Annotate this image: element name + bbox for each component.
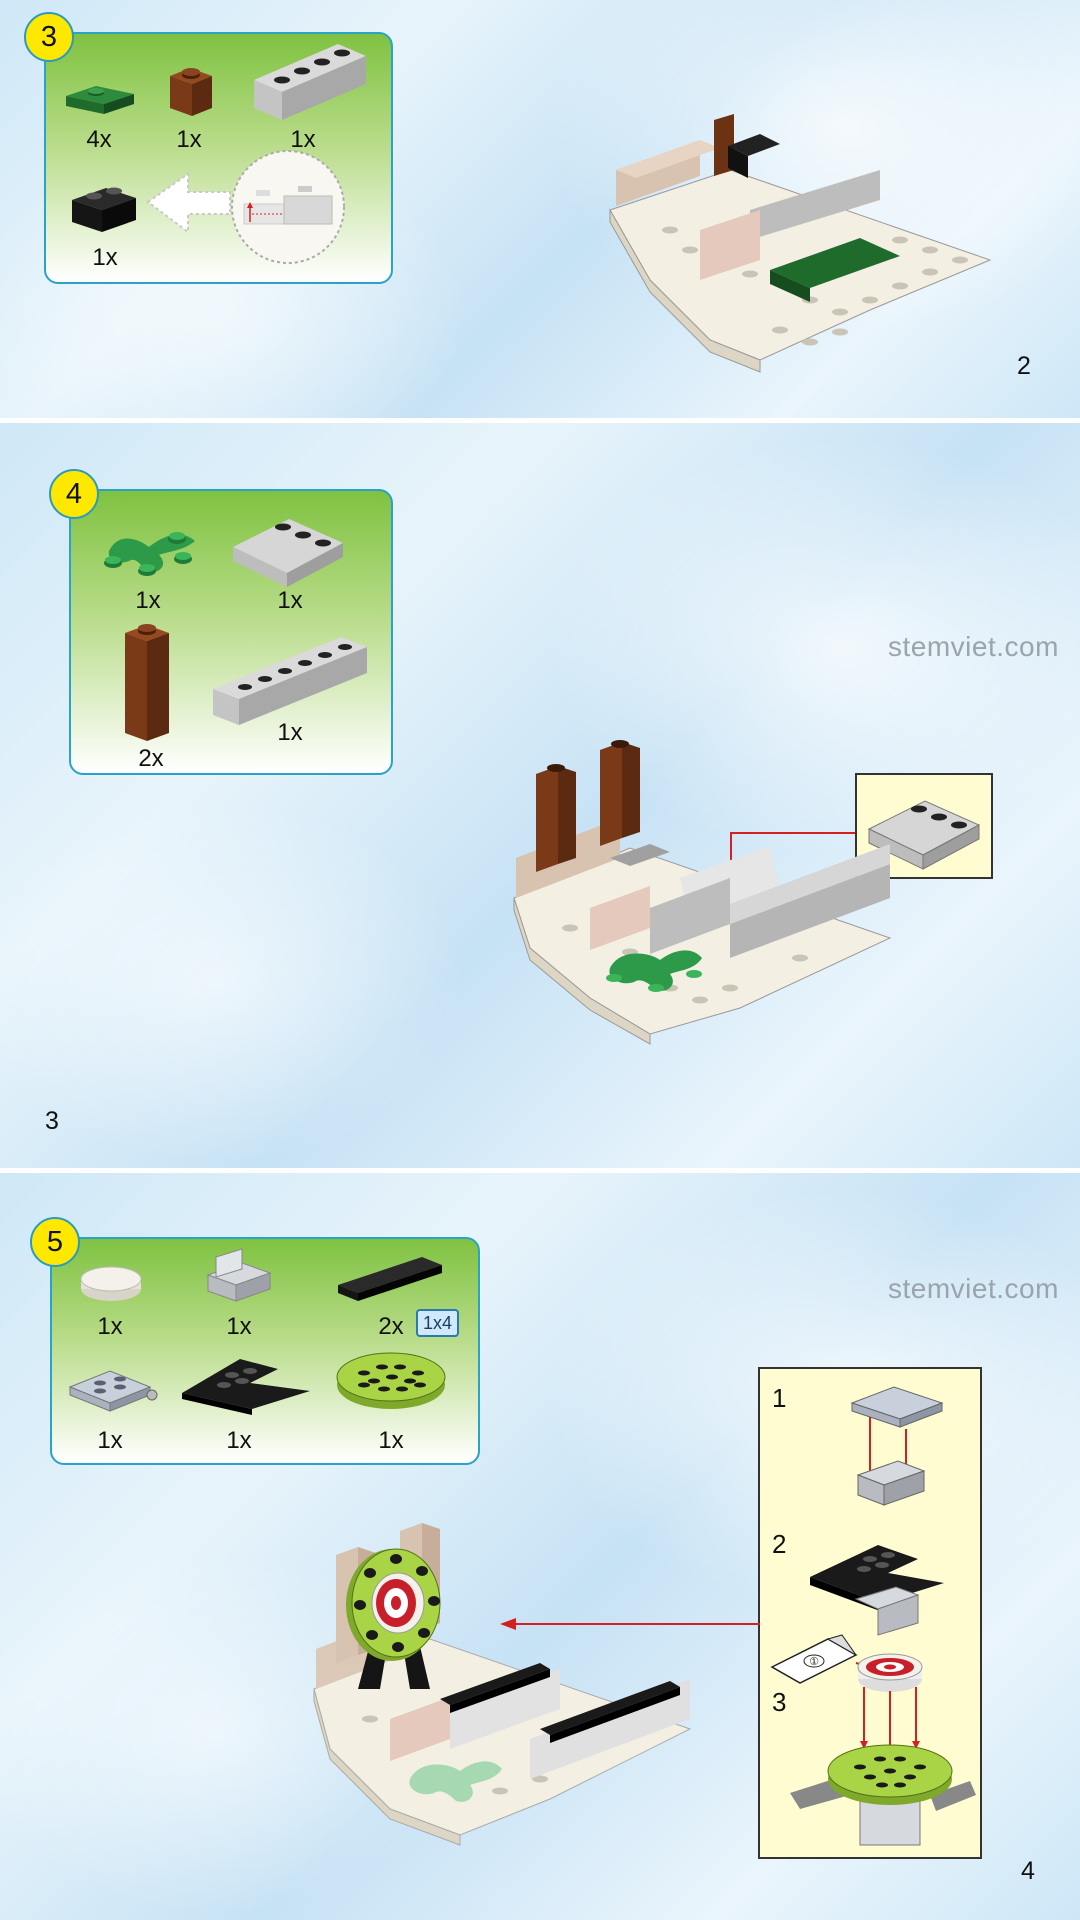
- sub-step-number: 1: [772, 1383, 787, 1413]
- part-quantity: 1x: [378, 1427, 404, 1454]
- page-number: 2: [1017, 352, 1031, 380]
- sticker-label: ①: [809, 1655, 819, 1668]
- model-illustration-step-3: [609, 114, 992, 373]
- grey-slope-icon: [233, 519, 343, 587]
- part-quantity: 1x: [92, 244, 118, 271]
- parts-box-step-3: [44, 32, 393, 284]
- grey-brick-1x6-icon: [213, 637, 367, 725]
- page-number: 4: [1021, 1857, 1035, 1885]
- black-tile-1x4-icon: [338, 1257, 442, 1301]
- page-divider: [0, 418, 1080, 423]
- model-illustration-step-4: [513, 740, 892, 1045]
- part-quantity: 1x: [97, 1427, 123, 1454]
- part-quantity: 1x: [290, 126, 316, 153]
- instruction-page-3: 4 1x 1x 2x 1x stemviet.com 3: [0, 423, 1080, 1168]
- grey-slope-icon: [867, 800, 981, 870]
- step-number-badge: 4: [49, 469, 99, 519]
- grey-bracket-icon: [206, 1248, 272, 1302]
- lime-round-plate-icon: [336, 1352, 446, 1409]
- watermark: stemviet.com: [888, 631, 1059, 662]
- grey-brick-1x4-icon: [254, 44, 366, 120]
- part-quantity: 1x: [277, 719, 303, 746]
- hinge-to-bracket-diagram: [850, 1386, 944, 1506]
- part-quantity: 1x: [226, 1313, 252, 1340]
- watermark: stemviet.com: [888, 1273, 1059, 1304]
- instruction-page-4: 5 1x 1x 2x 1x4 1x 1x 1x stemviet.com 1 2…: [0, 1173, 1080, 1920]
- part-quantity: 1x: [135, 587, 161, 614]
- sub-assembly-callout: 1 2 3 ①: [758, 1367, 982, 1859]
- sub-step-number: 3: [772, 1687, 787, 1717]
- step-number: 3: [40, 20, 58, 53]
- step-number: 5: [46, 1225, 64, 1258]
- part-quantity: 1x: [277, 587, 303, 614]
- step-number-badge: 5: [30, 1217, 80, 1267]
- part-quantity: 1x: [226, 1427, 252, 1454]
- wing-plate-diagram: [810, 1545, 944, 1636]
- parts-box-step-5: [50, 1237, 480, 1465]
- green-plate-1x2-icon: [66, 86, 134, 114]
- part-quantity: 1x: [97, 1313, 123, 1340]
- parts-box-step-4: [69, 489, 393, 775]
- green-plant-icon: [104, 532, 195, 576]
- model-illustration-step-5: [313, 1523, 692, 1846]
- black-brick-1x2-icon: [72, 187, 136, 232]
- red-arrow: [500, 1618, 760, 1630]
- white-round-tile-icon: [80, 1266, 142, 1301]
- brown-brick-1x1-icon: [170, 68, 212, 116]
- size-tag: 1x4: [416, 1309, 460, 1337]
- step-number: 4: [65, 477, 83, 510]
- black-wing-plate-icon: [182, 1359, 310, 1415]
- target-assembly-diagram: [790, 1653, 976, 1846]
- page-divider: [0, 1168, 1080, 1173]
- part-quantity: 1x: [176, 126, 202, 153]
- instruction-page-2: 3 4x 1x 1x 1x 2: [0, 0, 1080, 418]
- brown-column-icon: [125, 624, 169, 741]
- step-number-badge: 3: [24, 12, 74, 62]
- placement-arrow-icon: [146, 150, 345, 264]
- part-quantity: 2x: [378, 1313, 404, 1340]
- part-quantity: 4x: [86, 126, 112, 153]
- sub-step-number: 2: [772, 1529, 787, 1559]
- page-number: 3: [45, 1107, 59, 1135]
- grey-hinge-plate-icon: [68, 1370, 158, 1412]
- part-quantity: 2x: [138, 745, 164, 772]
